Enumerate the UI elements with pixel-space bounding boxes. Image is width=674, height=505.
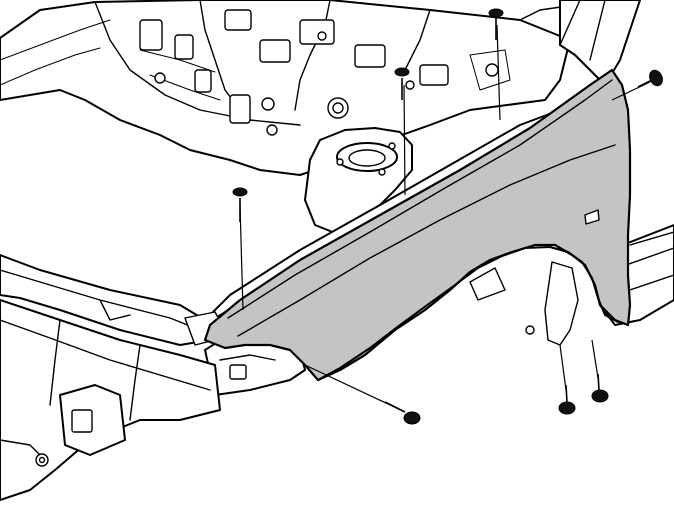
fastener-6: [558, 344, 576, 415]
bulkhead-firewall: [0, 0, 601, 176]
fastener-2: [394, 67, 410, 196]
fastener-5: [304, 364, 421, 425]
fastener-1: [232, 187, 248, 311]
fastener-3: [488, 8, 504, 121]
suspension-strut-tower: [304, 127, 413, 236]
fastener-7: [591, 339, 609, 403]
front-cross-member: [0, 254, 226, 501]
a-pillar: [559, 0, 641, 86]
fastener-4: [611, 69, 663, 101]
front-fender: [203, 68, 632, 382]
